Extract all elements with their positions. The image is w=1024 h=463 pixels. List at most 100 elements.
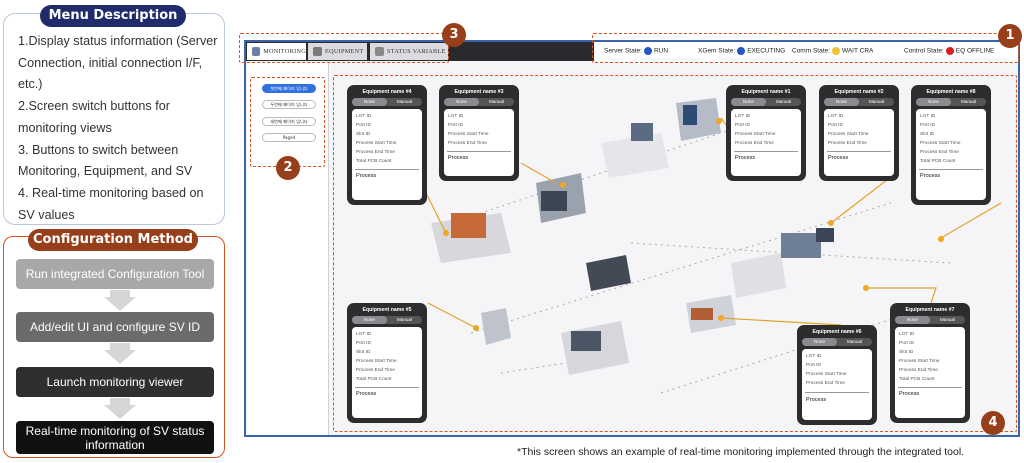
comm-state: Comm State:WAIT CRA xyxy=(792,47,874,55)
equipment-name: Equipment name #8 xyxy=(926,89,976,95)
down-arrow-icon xyxy=(104,297,136,311)
field-port-id: Port ID xyxy=(806,363,821,368)
menu-description-item: 2.Screen switch buttons for monitoring v… xyxy=(18,99,170,135)
mode-toggle[interactable]: None Manual xyxy=(895,316,965,324)
callout-badge-3: 3 xyxy=(442,23,466,47)
toggle-manual[interactable]: Manual xyxy=(939,317,956,322)
tab-monitoring[interactable]: MONITORING xyxy=(247,43,306,60)
tab-status-variable[interactable]: STATUS VARIABLE xyxy=(370,43,448,60)
tab-label: STATUS VARIABLE xyxy=(387,48,446,55)
machine-illustrations xyxy=(431,98,834,375)
toggle-manual[interactable]: Manual xyxy=(846,339,863,344)
equipment-info: LOT ID Port ID Process Start Time Proces… xyxy=(731,109,801,176)
toggle-manual[interactable]: Manual xyxy=(775,99,792,104)
field-process-end-time: Process End Time xyxy=(920,150,959,155)
field-process: Process xyxy=(735,155,756,161)
equipment-name: Equipment name #3 xyxy=(454,89,504,95)
toggle-none[interactable]: None xyxy=(824,98,859,106)
field-lot-id: LOT ID xyxy=(356,114,372,119)
field-lot-id: LOT ID xyxy=(806,354,822,359)
field-process-start-time: Process Start Time xyxy=(735,132,776,137)
toggle-manual[interactable]: Manual xyxy=(396,99,413,104)
toggle-manual[interactable]: Manual xyxy=(488,99,505,104)
status-dot-icon xyxy=(945,47,954,55)
mode-toggle[interactable]: None Manual xyxy=(824,98,894,106)
equipment-name: Equipment name #1 xyxy=(741,89,791,95)
equipment-name: Equipment name #4 xyxy=(362,89,412,95)
config-step-2: Add/edit UI and configure SV ID xyxy=(16,312,214,342)
callout-region-4 xyxy=(333,75,1017,432)
field-port-id: Port ID xyxy=(899,341,914,346)
divider xyxy=(734,151,798,152)
menu-description-item: 3. Buttons to switch between Monitoring,… xyxy=(18,142,193,179)
field-process-start-time: Process Start Time xyxy=(828,132,869,137)
field-port-id: Port ID xyxy=(356,341,371,346)
field-process-end-time: Process End Time xyxy=(356,150,395,155)
toggle-none[interactable]: None xyxy=(444,98,479,106)
status-dot-icon xyxy=(643,47,652,55)
config-step-3: Launch monitoring viewer xyxy=(16,367,214,397)
mode-toggle[interactable]: None Manual xyxy=(352,316,422,324)
field-port-id: Port ID xyxy=(356,123,371,128)
tools-icon xyxy=(313,47,322,56)
divider xyxy=(898,387,962,388)
field-lot-id: LOT ID xyxy=(899,332,915,337)
field-port-id: Port ID xyxy=(735,123,750,128)
tab-equipment[interactable]: EQUIPMENT xyxy=(308,43,367,60)
callout-badge-2: 2 xyxy=(276,156,300,180)
page-button-2[interactable]: 두번째 페이지 입니다 xyxy=(262,100,316,109)
toggle-none[interactable]: None xyxy=(802,338,837,346)
toggle-manual[interactable]: Manual xyxy=(960,99,977,104)
divider xyxy=(355,169,419,170)
callout-region-3 xyxy=(239,33,449,63)
down-arrow-icon xyxy=(104,405,136,419)
field-process-end-time: Process End Time xyxy=(448,141,487,146)
divider xyxy=(355,387,419,388)
page-button-3[interactable]: 세번째 페이지 입니다 xyxy=(262,117,316,126)
field-lot-id: LOT ID xyxy=(828,114,844,119)
field-process-start-time: Process Start Time xyxy=(356,359,397,364)
config-step-1: Run integrated Configuration Tool xyxy=(16,259,214,289)
field-port-id: Port ID xyxy=(448,123,463,128)
equipment-info: LOT ID Port ID Process Start Time Proces… xyxy=(824,109,894,176)
menu-description-list: 1.Display status information (Server Con… xyxy=(18,31,223,226)
field-slot-id: Slot ID xyxy=(920,132,935,137)
field-process: Process xyxy=(806,397,827,403)
status-dot-icon xyxy=(831,47,840,55)
toggle-none[interactable]: None xyxy=(352,316,387,324)
tab-label: EQUIPMENT xyxy=(325,48,364,55)
equipment-name: Equipment name #6 xyxy=(812,329,862,335)
mode-toggle[interactable]: None Manual xyxy=(802,338,872,346)
sensor-dot-icons xyxy=(443,118,944,331)
callout-region-1 xyxy=(592,33,1019,63)
equipment-info: LOT ID Port ID Slot ID Process Start Tim… xyxy=(352,327,422,418)
toggle-none[interactable]: None xyxy=(895,316,930,324)
down-arrow-icon xyxy=(104,350,136,364)
xgem-state: XGem State:EXECUTING xyxy=(698,47,786,55)
toggle-manual[interactable]: Manual xyxy=(868,99,885,104)
field-slot-id: Slot ID xyxy=(356,132,371,137)
factory-floor-illustration xyxy=(425,98,1002,394)
field-port-id: Port ID xyxy=(828,123,843,128)
mode-toggle[interactable]: None Manual xyxy=(731,98,801,106)
toggle-none[interactable]: None xyxy=(352,98,387,106)
page-button-4[interactable]: Page4 xyxy=(262,133,316,142)
equipment-info: LOT ID Port ID Slot ID Process Start Tim… xyxy=(895,327,965,418)
equipment-info: LOT ID Port ID Process Start Time Proces… xyxy=(444,109,514,176)
mode-toggle[interactable]: None Manual xyxy=(352,98,422,106)
page-button-1[interactable]: 첫번째 페이지 입니다 xyxy=(262,84,316,93)
divider xyxy=(827,151,891,152)
people-icon xyxy=(252,47,261,56)
toggle-none[interactable]: None xyxy=(916,98,951,106)
toggle-manual[interactable]: Manual xyxy=(396,317,413,322)
down-arrow-icon xyxy=(110,290,130,298)
field-lot-id: LOT ID xyxy=(920,114,936,119)
mode-toggle[interactable]: None Manual xyxy=(916,98,986,106)
server-state: Server State:RUN xyxy=(604,47,669,55)
toggle-none[interactable]: None xyxy=(731,98,766,106)
control-state: Control State:EQ OFFLINE xyxy=(904,47,995,55)
status-information-bar: Server State:RUN XGem State:EXECUTING Co… xyxy=(594,42,1018,61)
mode-toggle[interactable]: None Manual xyxy=(444,98,514,106)
